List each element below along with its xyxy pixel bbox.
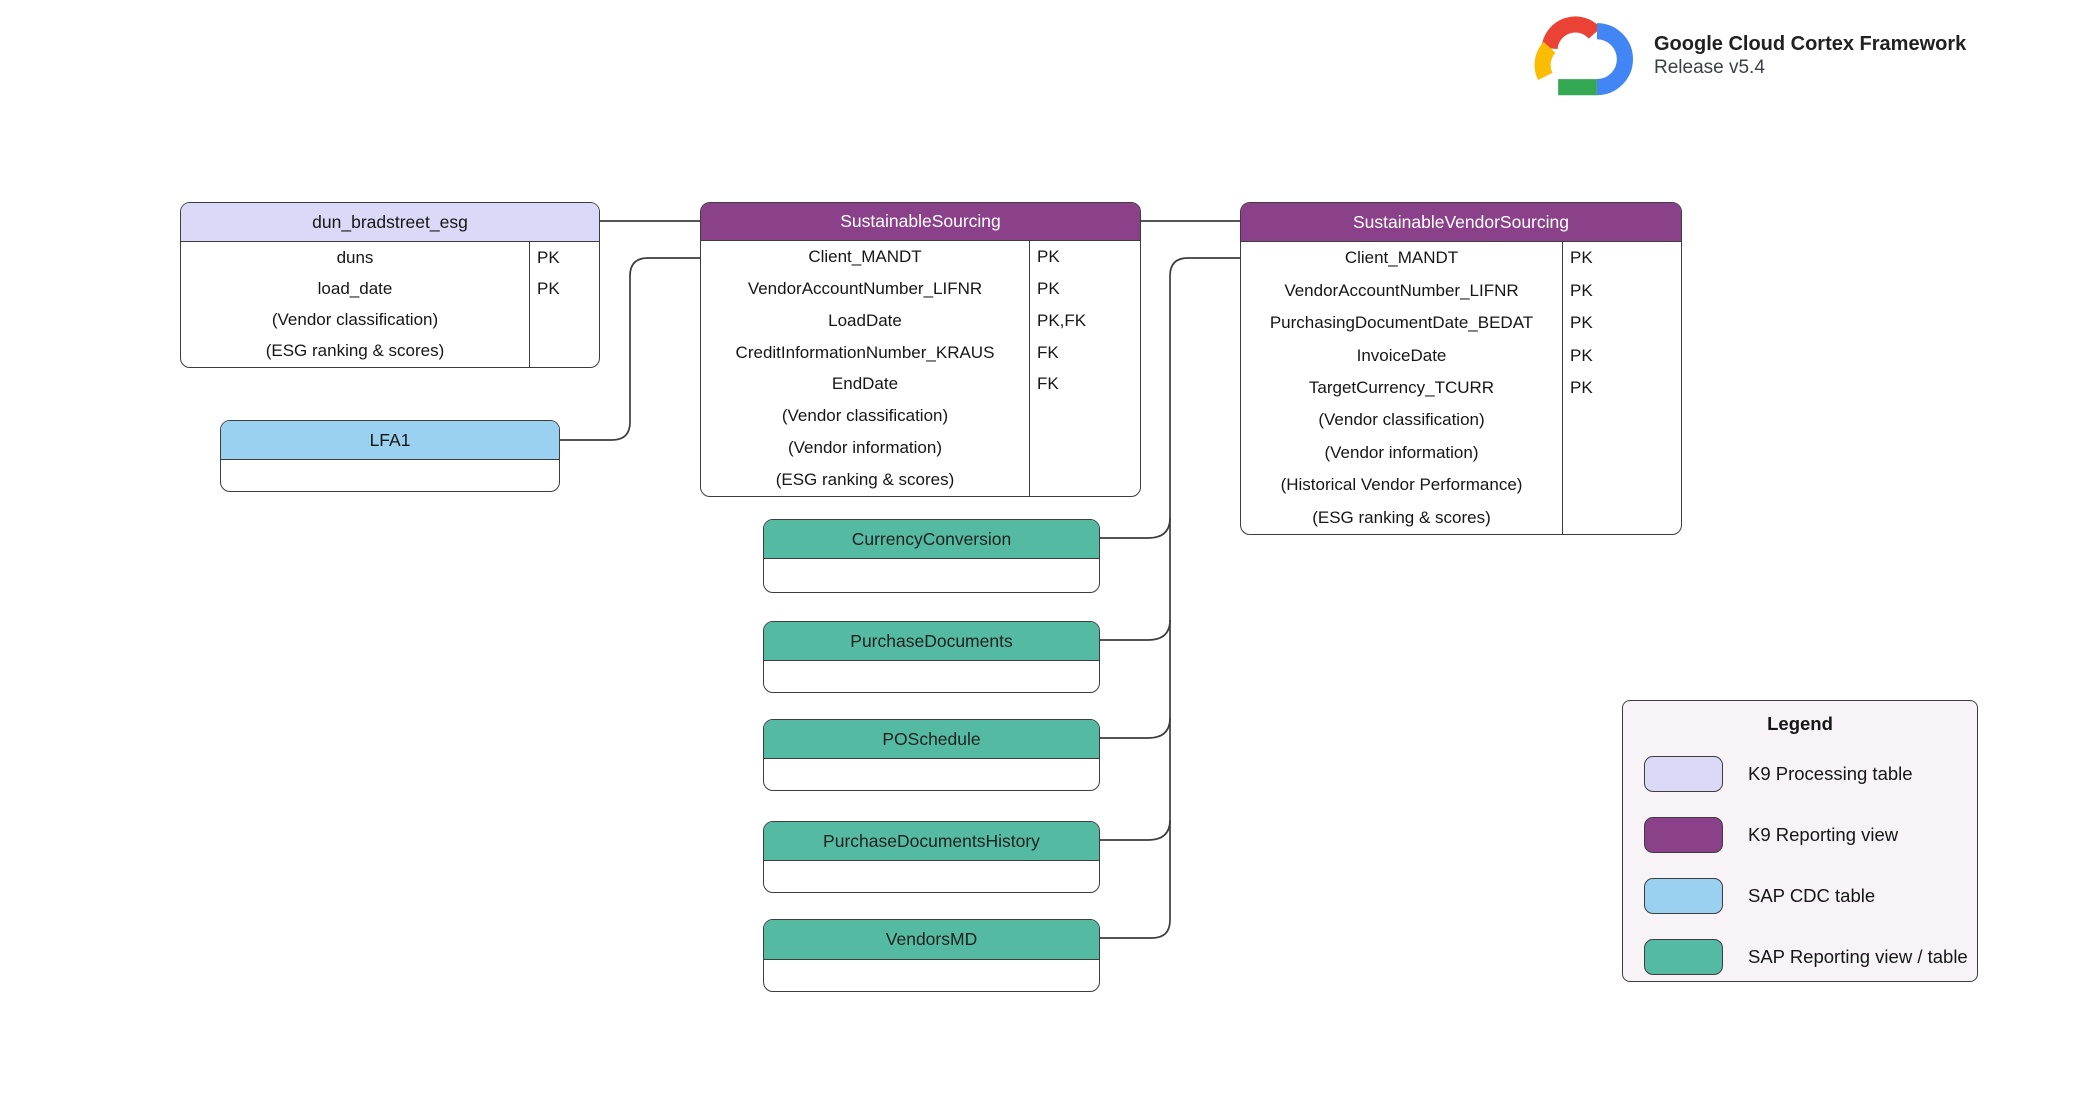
legend-item: K9 Reporting view — [1623, 804, 1977, 865]
edge-lfa1-to-sustainablesourcing — [560, 257, 700, 441]
table-row: (ESG ranking & scores) — [181, 335, 599, 367]
table-title: CurrencyConversion — [851, 528, 1012, 549]
k9-processing-swatch — [1644, 755, 1723, 792]
table-title: dun_bradstreet_esg — [312, 211, 468, 232]
table-title: LFA1 — [369, 429, 411, 450]
table-row — [221, 460, 559, 491]
table-row: (Vendor classification) — [701, 400, 1140, 433]
table-header: SustainableSourcing — [701, 203, 1140, 241]
edge-trunk-to-vendorsmd — [1100, 257, 1240, 939]
table-purchasedocumentshistory: PurchaseDocumentsHistory — [763, 821, 1100, 893]
table-row — [764, 559, 1099, 592]
legend-item: SAP Reporting view / table — [1623, 926, 1977, 987]
google-cloud-logo — [1534, 16, 1633, 96]
table-currencyconversion: CurrencyConversion — [763, 519, 1100, 593]
edge-currencyconversion — [1100, 517, 1171, 539]
edge-poschedule — [1100, 717, 1171, 739]
table-body — [764, 661, 1099, 692]
k9-reporting-swatch — [1644, 816, 1723, 853]
table-body — [221, 460, 559, 491]
table-poschedule: POSchedule — [763, 719, 1100, 791]
table-header: LFA1 — [221, 421, 559, 460]
table-title: PurchaseDocumentsHistory — [823, 830, 1040, 851]
table-title: VendorsMD — [885, 929, 978, 949]
table-row — [764, 661, 1099, 692]
table-row: (ESG ranking & scores) — [1241, 501, 1681, 534]
legend: Legend K9 Processing table K9 Reporting … — [1622, 700, 1978, 982]
table-header: SustainableVendorSourcing — [1241, 203, 1681, 242]
release-version: Release v5.4 — [1654, 57, 1765, 78]
table-header: CurrencyConversion — [764, 520, 1099, 559]
table-body — [764, 960, 1099, 991]
brand-header: Google Cloud Cortex Framework Release v5… — [1528, 10, 1966, 104]
table-row: (Historical Vendor Performance) — [1241, 469, 1681, 502]
table-row: (Vendor information) — [1241, 436, 1681, 470]
table-header: PurchaseDocumentsHistory — [764, 822, 1099, 861]
table-row — [764, 759, 1099, 790]
page-title: Google Cloud Cortex Framework — [1654, 33, 1967, 55]
table-title: SustainableVendorSourcing — [1353, 211, 1569, 232]
table-vendorsmd: VendorsMD — [763, 919, 1100, 992]
table-purchasedocuments: PurchaseDocuments — [763, 621, 1100, 693]
edge-purchasedocumentshistory — [1100, 819, 1171, 841]
table-lfa1: LFA1 — [220, 420, 560, 492]
table-row: (Vendor information) — [701, 432, 1140, 465]
table-body — [764, 861, 1099, 892]
table-row: (Vendor classification) — [181, 304, 599, 336]
table-row — [764, 960, 1099, 991]
edge-purchasedocuments — [1100, 619, 1171, 641]
legend-title: Legend — [1767, 713, 1833, 734]
sap-reporting-swatch — [1644, 938, 1723, 975]
table-title: PurchaseDocuments — [850, 630, 1013, 651]
table-body — [764, 559, 1099, 592]
table-header: dun_bradstreet_esg — [181, 203, 599, 242]
table-header: VendorsMD — [764, 920, 1099, 960]
table-header: POSchedule — [764, 720, 1099, 759]
table-header: PurchaseDocuments — [764, 622, 1099, 661]
table-row: (ESG ranking & scores) — [701, 464, 1140, 496]
table-title: SustainableSourcing — [840, 211, 1001, 231]
table-row: (Vendor classification) — [1241, 404, 1681, 437]
table-body — [764, 759, 1099, 790]
table-title: POSchedule — [882, 728, 981, 749]
legend-item: SAP CDC table — [1623, 865, 1977, 926]
sap-cdc-swatch — [1644, 877, 1723, 914]
legend-item: K9 Processing table — [1623, 743, 1977, 804]
legend-items: K9 Processing table K9 Reporting view SA… — [1623, 743, 1977, 987]
table-row — [764, 861, 1099, 892]
